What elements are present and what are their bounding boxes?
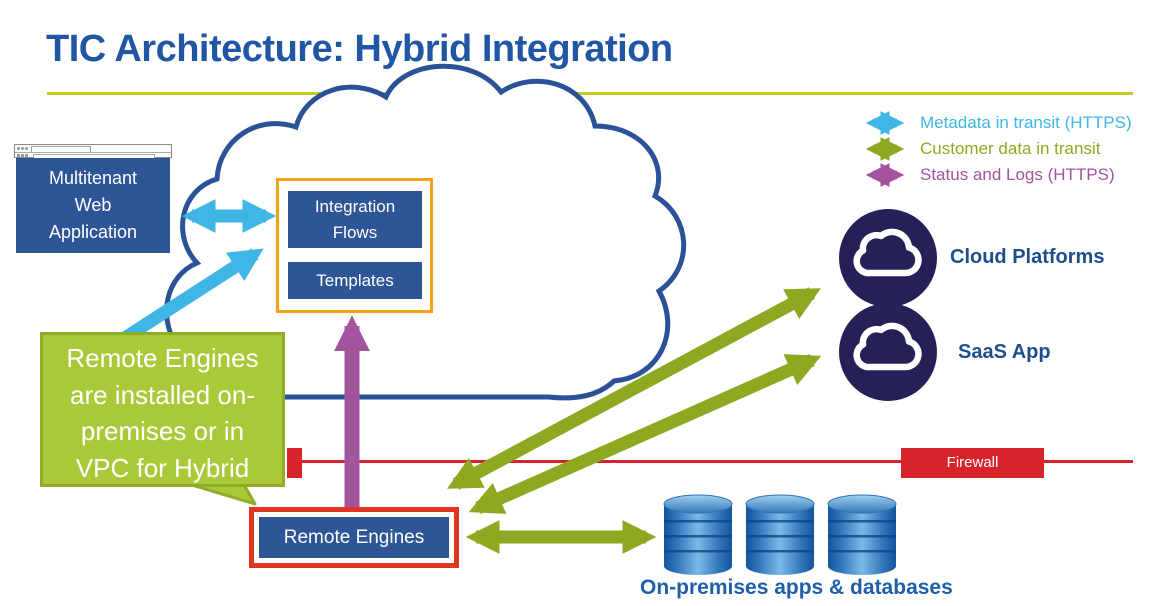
integration-flows-label-line: Integration: [314, 197, 396, 216]
cloud-platforms-icon: [839, 209, 937, 307]
webapp-label-line: Web: [74, 195, 112, 215]
integration-group-box: Integration Flows Templates: [276, 178, 433, 313]
callout-line: Remote Engines: [66, 343, 259, 373]
browser-tab-icon: [31, 146, 91, 152]
database-icon: [827, 494, 897, 575]
firewall-label: Firewall: [901, 448, 1044, 478]
title-underline: [47, 92, 1133, 95]
legend-label: Status and Logs (HTTPS): [920, 165, 1115, 184]
database-icon: [663, 494, 733, 575]
templates-box: Templates: [288, 262, 422, 299]
callout-line: premises or in: [80, 416, 245, 446]
legend-item-metadata: Metadata in transit (HTTPS): [858, 110, 1132, 136]
webapp-label-line: Application: [48, 222, 138, 242]
legend-item-status-logs: Status and Logs (HTTPS): [858, 162, 1132, 188]
saas-app-label: SaaS App: [958, 341, 1051, 363]
integration-flows-box: Integration Flows: [288, 191, 422, 248]
cloud-glyph-icon: [853, 322, 922, 371]
legend-item-customer-data: Customer data in transit: [858, 136, 1132, 162]
multitenant-web-application-box: Multitenant Web Application: [16, 158, 170, 253]
browser-nav-buttons-icon: [17, 154, 28, 157]
remote-engines-box: Remote Engines: [249, 507, 459, 568]
integration-flows-label-line: Flows: [332, 223, 378, 242]
double-arrow-blue-icon: [865, 111, 905, 135]
legend-label: Customer data in transit: [920, 139, 1101, 158]
browser-window-icon: [14, 144, 172, 160]
callout-bubble: Remote Engines are installed on- premise…: [40, 332, 285, 487]
firewall-line-left-stub: [287, 448, 302, 478]
webapp-label-line: Multitenant: [48, 168, 138, 188]
on-premises-label: On-premises apps & databases: [640, 576, 953, 599]
legend: Metadata in transit (HTTPS) Customer dat…: [858, 110, 1132, 188]
callout-line: VPC for Hybrid: [75, 452, 250, 483]
callout-tail: [184, 481, 257, 506]
double-arrow-purple-icon: [865, 163, 905, 187]
cloud-platforms-label: Cloud Platforms: [950, 246, 1105, 268]
browser-dots-icon: [17, 147, 28, 150]
page-title: TIC Architecture: Hybrid Integration: [46, 28, 673, 70]
browser-tab-bar: [15, 145, 171, 153]
callout-line: are installed on-: [70, 379, 255, 410]
legend-label: Metadata in transit (HTTPS): [920, 113, 1132, 132]
database-icon: [745, 494, 815, 575]
remote-engines-label: Remote Engines: [259, 517, 449, 558]
double-arrow-green-icon: [865, 137, 905, 161]
database-group: [662, 492, 898, 576]
cloud-glyph-icon: [853, 228, 922, 277]
saas-app-icon: [839, 303, 937, 401]
